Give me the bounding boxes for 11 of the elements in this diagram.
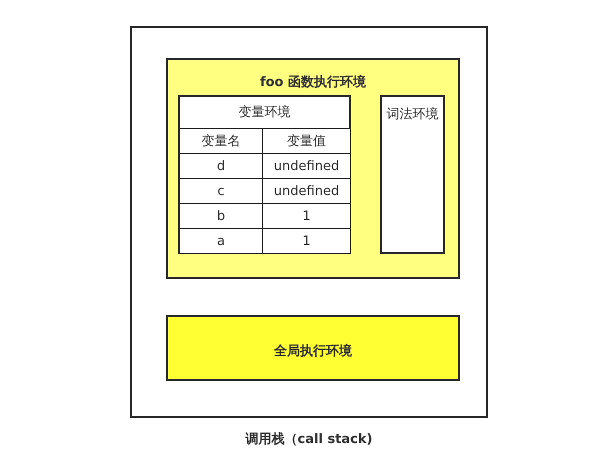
table-cell: 1 [262,228,351,254]
box-title: 词法环境 [386,106,440,123]
table-cell: 变量值 [262,128,351,154]
box-title: 全局执行环境 [273,342,353,360]
execution-context-box [166,315,460,381]
variable-table [178,95,351,254]
box-title: foo 函数执行环境 [258,74,368,91]
table-header: 变量环境 [238,104,292,121]
lexical-environment-box [380,95,445,254]
box-title: 调用栈（call stack) [244,431,374,448]
execution-context-box [166,58,460,279]
